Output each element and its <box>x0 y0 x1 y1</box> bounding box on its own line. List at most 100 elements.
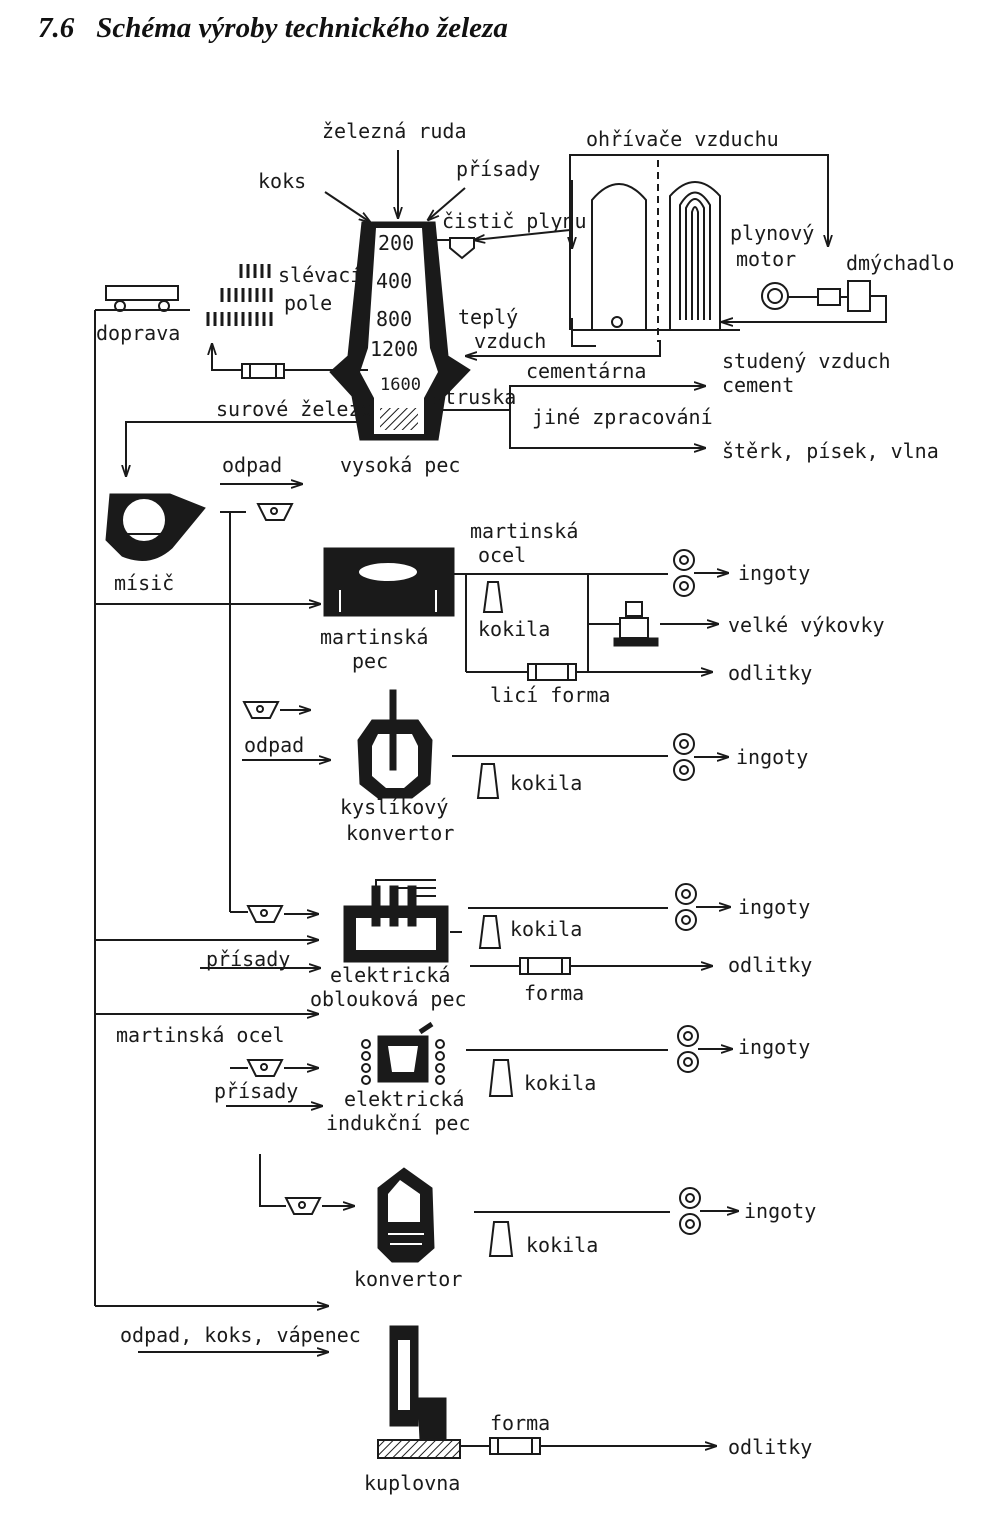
label-transport: doprava <box>96 321 180 345</box>
label-cold-air: studený vzduch <box>722 349 891 373</box>
label-cement: cement <box>722 373 794 397</box>
ingot-mold-icon-1 <box>482 581 504 613</box>
label-additives-top: přísady <box>456 157 540 181</box>
label-gas-engine-2: motor <box>736 247 796 271</box>
label-ingot-mold-3: kokila <box>510 917 582 941</box>
ingot-mold-icon-2 <box>476 763 500 799</box>
additives-arrow <box>428 187 466 220</box>
pig-iron-mold-icon <box>241 363 285 379</box>
label-oxygen-converter-1: kyslíkový <box>340 795 448 819</box>
label-ingots-5: ingoty <box>744 1199 816 1223</box>
ladle-icon-4 <box>246 1059 284 1077</box>
temp-1600: 1600 <box>380 375 421 395</box>
casting-bed-icon <box>206 264 273 326</box>
label-iron-ore: železná ruda <box>322 119 467 143</box>
label-castings-3: odlitky <box>728 1435 812 1459</box>
label-mold-2: forma <box>524 981 584 1005</box>
air-heaters-icon <box>572 160 740 342</box>
gas-motor-icon <box>761 282 789 310</box>
oxygen-converter-icon <box>357 689 433 799</box>
gravel-arrow <box>509 410 705 448</box>
label-ingots-3: ingoty <box>738 895 810 919</box>
casting-mold-icon-1 <box>527 663 577 681</box>
rolling-mill-icon-2 <box>673 733 695 781</box>
label-large-forgings: velké výkovky <box>728 613 885 637</box>
label-additives-2: přísady <box>206 947 290 971</box>
ingot-mold-icon-5 <box>488 1221 514 1257</box>
ladle-icon-3 <box>246 905 284 923</box>
label-castings-2: odlitky <box>728 953 812 977</box>
label-warm-1: teplý <box>458 305 518 329</box>
label-arc-furnace-1: elektrická <box>330 963 450 987</box>
label-coke: koks <box>258 169 306 193</box>
label-mixer: mísič <box>114 571 174 595</box>
section-title: Schéma výroby technického železa <box>96 12 508 44</box>
temp-800: 800 <box>376 307 412 331</box>
label-castings-1: odlitky <box>728 661 812 685</box>
label-casting-bed-1: slévací <box>278 263 362 287</box>
label-gas-engine-1: plynový <box>730 221 814 245</box>
converter-icon <box>377 1167 435 1263</box>
ladle-icon-5 <box>284 1197 322 1215</box>
label-ingot-mold-4: kokila <box>524 1071 596 1095</box>
label-cement-plant: cementárna <box>526 359 646 383</box>
label-waste-coke-limestone: odpad, koks, vápenec <box>120 1323 361 1347</box>
blast-furnace <box>329 221 471 441</box>
label-open-hearth-furnace-2: pec <box>352 649 388 673</box>
label-ingots-1: ingoty <box>738 561 810 585</box>
label-air-heaters: ohřívače vzduchu <box>586 127 779 151</box>
casting-mold-icon-2 <box>519 957 571 975</box>
warm-air-arrow <box>466 340 661 356</box>
label-pig-iron: surové železo <box>216 397 373 421</box>
label-warm-2: vzduch <box>474 329 546 353</box>
label-open-hearth-steel-3: martinská ocel <box>116 1023 285 1047</box>
temp-200: 200 <box>378 231 414 255</box>
label-ingot-mold-2: kokila <box>510 771 582 795</box>
cupola-furnace-icon <box>377 1325 461 1459</box>
label-casting-mold: licí forma <box>490 683 610 707</box>
label-ingot-mold-1: kokila <box>478 617 550 641</box>
label-ingots-2: ingoty <box>736 745 808 769</box>
label-mold-3: forma <box>490 1411 550 1435</box>
cement-arrow <box>509 386 705 410</box>
rolling-mill-icon-5 <box>679 1187 701 1235</box>
label-induction-furnace-1: elektrická <box>344 1087 464 1111</box>
label-converter: konvertor <box>354 1267 462 1291</box>
open-hearth-furnace-icon <box>323 547 455 617</box>
electric-arc-furnace-icon <box>343 879 449 963</box>
rolling-mill-icon-3 <box>675 883 697 931</box>
transport-wagon-icon <box>105 285 179 312</box>
blower-icon <box>788 280 887 323</box>
rolling-mill-icon-1 <box>673 549 695 597</box>
label-waste-2: odpad <box>244 733 304 757</box>
ingot-mold-icon-4 <box>488 1059 514 1097</box>
label-blast-furnace: vysoká pec <box>340 453 460 477</box>
label-gravel: štěrk, písek, vlna <box>722 439 939 463</box>
label-open-hearth-steel-1: martinská <box>470 519 578 543</box>
label-induction-furnace-2: indukční pec <box>326 1111 471 1135</box>
induction-furnace-icon <box>361 1021 445 1085</box>
ingot-mold-icon-3 <box>478 915 502 949</box>
gas-cleaner-icon <box>449 237 475 260</box>
coke-arrow <box>324 191 370 222</box>
ladle-icon-1 <box>256 503 294 521</box>
temp-400: 400 <box>376 269 412 293</box>
label-slag: struska <box>432 385 516 409</box>
label-gas-cleaner: čistič plynu <box>442 209 587 233</box>
label-arc-furnace-2: oblouková pec <box>310 987 467 1011</box>
label-ingots-4: ingoty <box>738 1035 810 1059</box>
page-title: 7.6 Schéma výroby technického železa <box>38 12 508 45</box>
gas-line-arrow <box>474 229 571 240</box>
section-number: 7.6 <box>38 12 75 44</box>
temp-1200: 1200 <box>370 337 418 361</box>
label-blower: dmýchadlo <box>846 251 954 275</box>
label-additives-3: přísady <box>214 1079 298 1103</box>
label-casting-bed-2: pole <box>284 291 332 315</box>
label-open-hearth-steel-2: ocel <box>478 543 526 567</box>
casting-mold-icon-3 <box>489 1437 541 1455</box>
label-other-processing: jiné zpracování <box>532 405 713 429</box>
ladle-icon-2 <box>242 701 280 719</box>
label-open-hearth-furnace-1: martinská <box>320 625 428 649</box>
label-cupola: kuplovna <box>364 1471 460 1495</box>
label-waste-1: odpad <box>222 453 282 477</box>
